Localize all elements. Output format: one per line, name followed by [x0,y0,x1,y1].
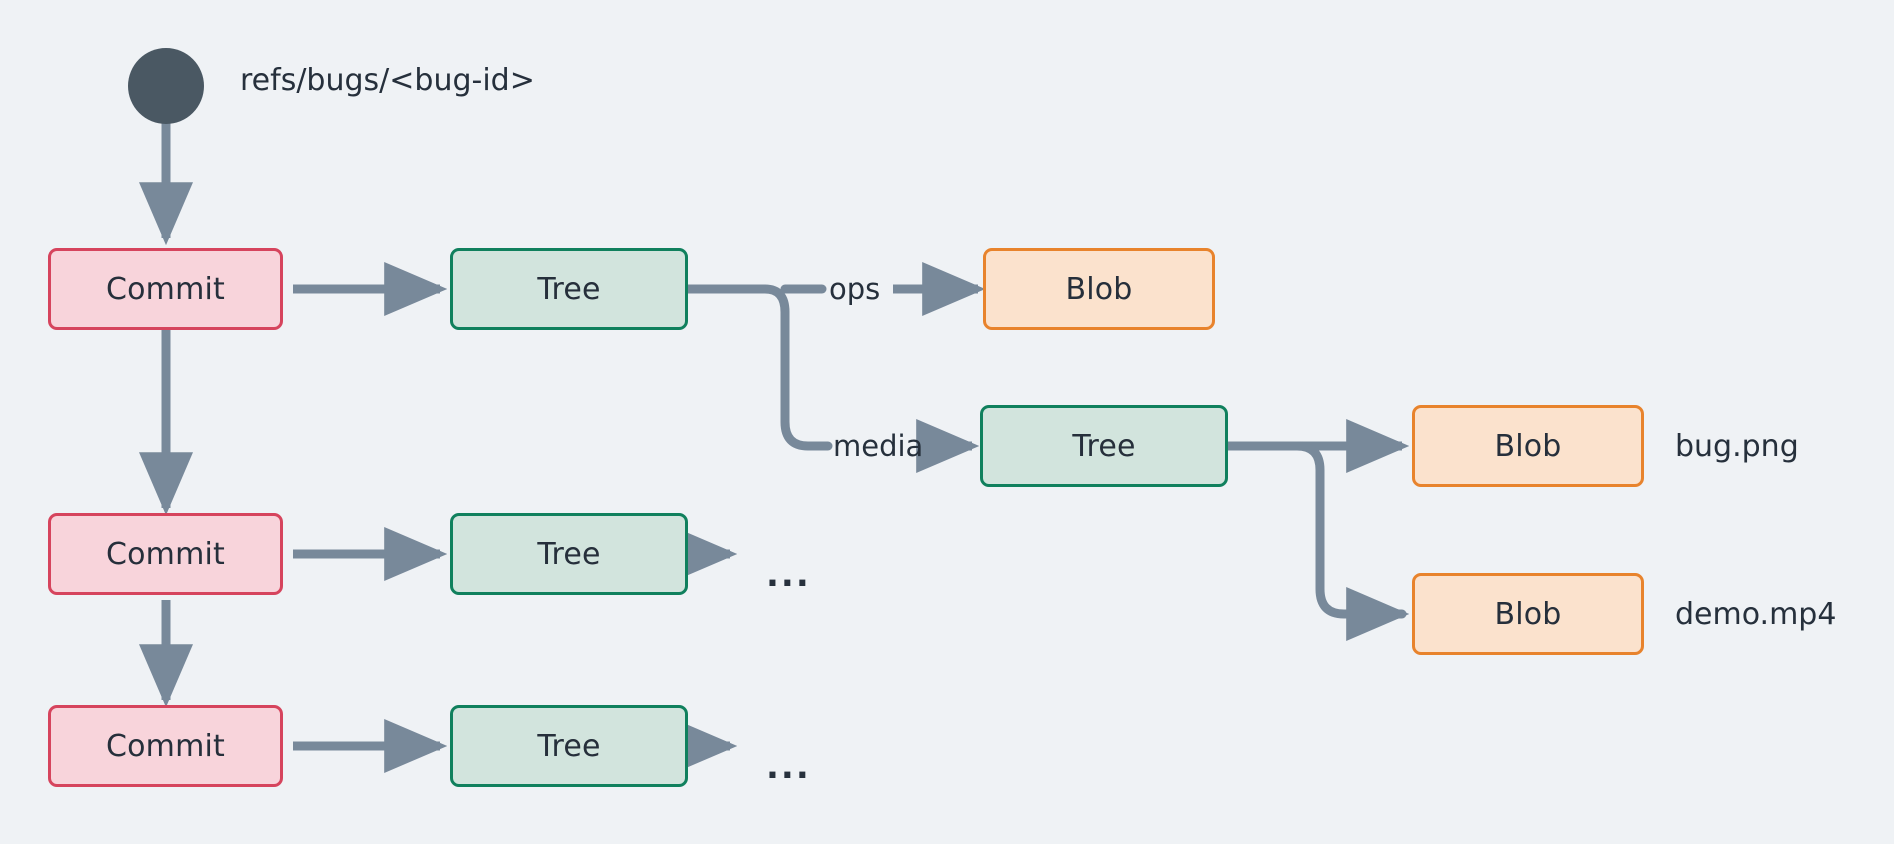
edge-tree-1-branch-trunk [683,284,833,451]
node-blob-bug-png-label: Blob [1494,428,1562,464]
node-tree-1-label: Tree [537,271,601,307]
node-tree-3-label: Tree [537,728,601,764]
node-commit-3[interactable]: Commit [48,705,283,787]
node-commit-2-label: Commit [105,536,226,572]
ellipsis-tree-3: ... [766,747,811,787]
node-blob-ops-label: Blob [1065,271,1133,307]
node-blob-bug-png[interactable]: Blob [1412,405,1644,487]
node-commit-3-label: Commit [105,728,226,764]
edge-label-media: media [833,429,924,463]
node-tree-2[interactable]: Tree [450,513,688,595]
filename-bug-png: bug.png [1675,429,1799,464]
node-blob-demo-mp4[interactable]: Blob [1412,573,1644,655]
node-tree-media[interactable]: Tree [980,405,1228,487]
ref-label: refs/bugs/<bug-id> [240,63,535,98]
root-ref-dot [128,48,204,124]
node-commit-2[interactable]: Commit [48,513,283,595]
node-tree-3[interactable]: Tree [450,705,688,787]
node-tree-media-label: Tree [1072,428,1136,464]
node-tree-1[interactable]: Tree [450,248,688,330]
edge-tree-media-to-blob-demo-mp4 [1223,441,1410,641]
edge-label-ops: ops [829,272,881,306]
node-commit-1-label: Commit [105,271,226,307]
ellipsis-tree-2: ... [766,555,811,595]
node-commit-1[interactable]: Commit [48,248,283,330]
node-blob-demo-mp4-label: Blob [1494,596,1562,632]
node-blob-ops[interactable]: Blob [983,248,1215,330]
node-tree-2-label: Tree [537,536,601,572]
filename-demo-mp4: demo.mp4 [1675,597,1837,632]
